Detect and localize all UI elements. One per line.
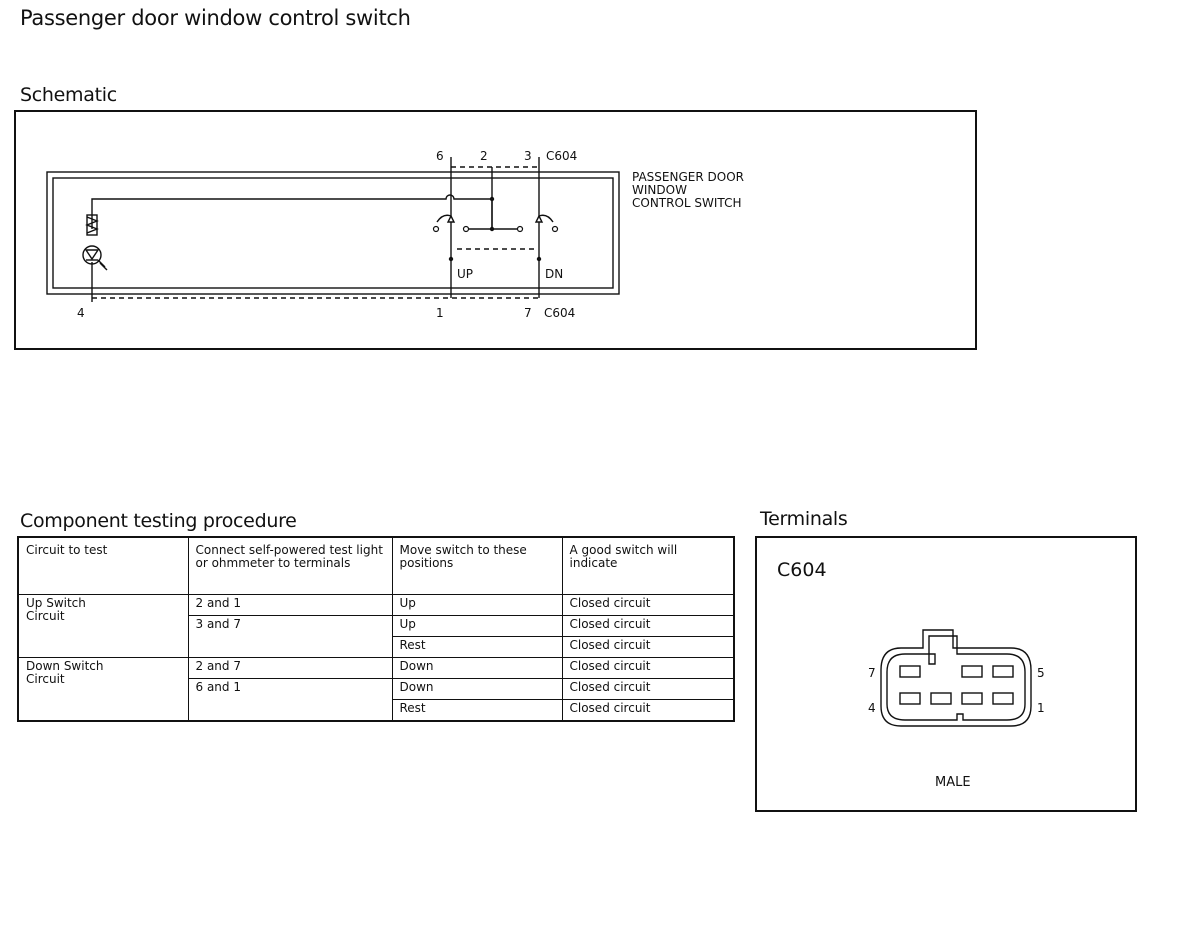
terminals-heading: Terminals — [760, 508, 848, 530]
header-circuit: Circuit to test — [17, 536, 189, 595]
schematic-diagram: 6 2 3 C604 4 1 7 C604 UP DN PASSENGER DO… — [46, 149, 744, 320]
terminals-cell: 2 and 7 — [187, 657, 393, 679]
top-pin-2: 2 — [480, 149, 488, 163]
component-label-line-3: CONTROL SWITCH — [632, 196, 741, 210]
terminals-frame: C604 7 5 4 1 MALE — [755, 536, 1137, 812]
pin-label-7: 7 — [868, 666, 876, 680]
result-cell: Closed circuit — [561, 678, 735, 700]
component-label-line-1: PASSENGER DOOR — [632, 170, 744, 184]
terminals-cell: 3 and 7 — [187, 615, 393, 658]
cavity-1 — [992, 692, 1014, 705]
connector-id: C604 — [777, 559, 827, 581]
schematic-heading: Schematic — [20, 84, 117, 106]
circuit-cell: Up Switch Circuit — [17, 594, 189, 658]
bottom-pin-1: 1 — [436, 306, 444, 320]
switch-housing-inner — [52, 177, 614, 289]
position-cell: Up — [391, 594, 563, 616]
top-connector-label: C604 — [546, 149, 577, 163]
cavity-3 — [930, 692, 952, 705]
illumination-wire — [91, 194, 492, 229]
table-header-row: Circuit to test Connect self-powered tes… — [17, 536, 735, 595]
position-cell: Up — [391, 615, 563, 637]
gender-label: MALE — [935, 775, 971, 790]
procedure-heading: Component testing procedure — [20, 510, 297, 532]
position-cell: Rest — [391, 636, 563, 658]
circuit-cell: Down Switch Circuit — [17, 657, 189, 722]
header-positions: Move switch to these positions — [391, 536, 563, 595]
table-row: 3 and 7 Up Closed circuit — [18, 615, 735, 658]
cavity-5 — [992, 665, 1014, 678]
indicator-lamp — [82, 245, 102, 265]
cavity-6 — [961, 665, 983, 678]
dn-switch-arm — [538, 214, 554, 223]
procedure-table: Circuit to test Connect self-powered tes… — [17, 536, 735, 722]
bottom-pin-4: 4 — [77, 306, 85, 320]
top-pin-3: 3 — [524, 149, 532, 163]
pin-label-5: 5 — [1037, 666, 1045, 680]
cavity-7 — [899, 665, 921, 678]
position-cell: Down — [391, 657, 563, 679]
bottom-connector-label: C604 — [544, 306, 575, 320]
position-cell: Down — [391, 678, 563, 700]
top-pin-6: 6 — [436, 149, 444, 163]
dn-label: DN — [545, 267, 563, 281]
pin-label-4: 4 — [868, 701, 876, 715]
terminals-cell: 2 and 1 — [187, 594, 393, 616]
schematic-frame: 6 2 3 C604 4 1 7 C604 UP DN PASSENGER DO… — [14, 110, 977, 350]
header-result: A good switch will indicate — [561, 536, 735, 595]
terminals-cell: 6 and 1 — [187, 678, 393, 722]
up-switch-arm — [436, 214, 452, 223]
connector-diagram: C604 7 5 4 1 MALE — [777, 559, 1045, 790]
cavity-4 — [899, 692, 921, 705]
result-cell: Closed circuit — [561, 594, 735, 616]
up-label: UP — [457, 267, 473, 281]
table-row: Rest Closed circuit — [18, 699, 735, 722]
table-row: 6 and 1 Down Closed circuit — [18, 678, 735, 722]
position-cell: Rest — [391, 699, 563, 722]
result-cell: Closed circuit — [561, 615, 735, 637]
bottom-pin-7: 7 — [524, 306, 532, 320]
connector-shell-outer — [880, 629, 1032, 727]
component-label-line-2: WINDOW — [632, 183, 687, 197]
table-row: Down Switch Circuit 2 and 7 Down Closed … — [17, 657, 735, 722]
header-terminals: Connect self-powered test light or ohmme… — [187, 536, 393, 595]
result-cell: Closed circuit — [561, 636, 735, 658]
result-cell: Closed circuit — [561, 699, 735, 722]
page-title: Passenger door window control switch — [20, 6, 411, 30]
connector-shell-inner — [886, 635, 1026, 721]
switch-housing-outer — [46, 171, 620, 295]
pin-label-1: 1 — [1037, 701, 1045, 715]
table-row: Up Switch Circuit 2 and 1 Up Closed circ… — [17, 594, 735, 658]
cavity-2 — [961, 692, 983, 705]
result-cell: Closed circuit — [561, 657, 735, 679]
